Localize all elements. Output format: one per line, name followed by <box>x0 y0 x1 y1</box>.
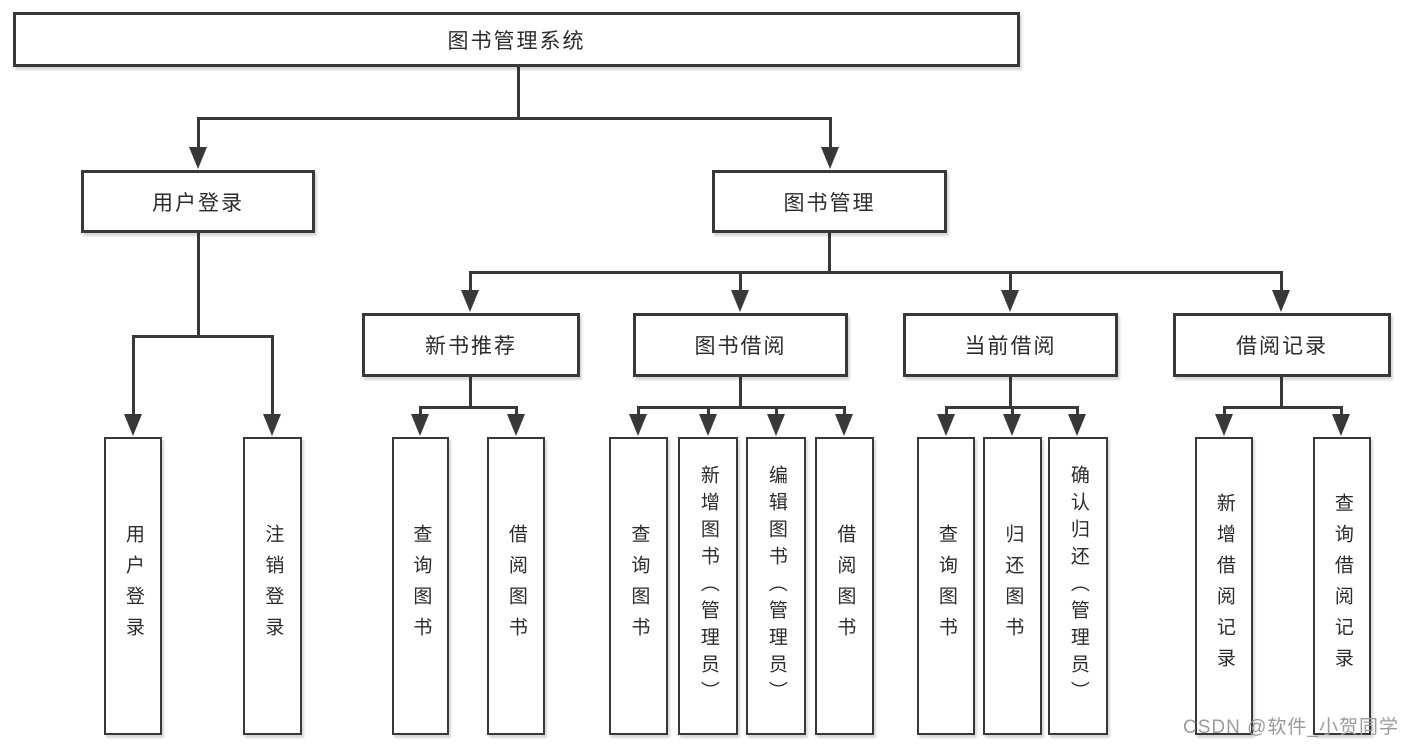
node-new-book-recommendation: 新书推荐 <box>362 313 580 377</box>
node-user-login: 用户登录 <box>81 170 315 233</box>
leaf-label: 用户登录 <box>122 524 144 648</box>
arrow-down <box>263 414 281 436</box>
leaf-query-books-borrowing: 查询图书 <box>609 437 668 735</box>
node-library-management-system: 图书管理系统 <box>13 12 1020 67</box>
leaf-logout: 注销登录 <box>243 437 302 735</box>
leaf-add-borrow-record: 新增借阅记录 <box>1195 437 1253 735</box>
connector-line <box>843 406 846 418</box>
leaf-borrow-books-recommend: 借阅图书 <box>487 437 545 735</box>
node-label: 当前借阅 <box>964 335 1057 358</box>
connector-line <box>515 406 518 418</box>
leaf-label: 归还图书 <box>1002 524 1024 648</box>
connector-line <box>132 335 273 338</box>
connector-line <box>132 335 135 417</box>
arrow-down <box>189 147 207 169</box>
leaf-label: 编辑图书（管理员） <box>765 464 787 708</box>
leaf-return-books: 归还图书 <box>983 437 1042 735</box>
arrow-down <box>1003 414 1021 436</box>
watermark: CSDN @软件_小贺同学 <box>1183 717 1399 738</box>
connector-line <box>1009 377 1012 409</box>
arrow-down <box>767 414 785 436</box>
connector-line <box>197 117 200 149</box>
connector-line <box>197 117 832 120</box>
connector-line <box>271 335 274 417</box>
connector-line <box>197 233 200 338</box>
arrow-down <box>1272 290 1290 312</box>
connector-line <box>1076 406 1079 418</box>
arrow-down <box>1332 414 1350 436</box>
connector-line <box>469 271 1283 274</box>
leaf-label: 注销登录 <box>262 524 284 648</box>
arrow-down <box>1001 290 1019 312</box>
leaf-edit-book-admin: 编辑图书（管理员） <box>746 437 806 735</box>
arrow-down <box>124 414 142 436</box>
connector-line <box>469 377 472 409</box>
node-label: 图书借阅 <box>694 335 787 358</box>
node-label: 借阅记录 <box>1236 335 1328 358</box>
connector-line <box>739 271 742 293</box>
leaf-add-book-admin: 新增图书（管理员） <box>678 437 738 735</box>
leaf-user-login: 用户登录 <box>104 437 162 735</box>
connector-line <box>1280 377 1283 409</box>
connector-line <box>1340 406 1343 418</box>
leaf-label: 查询图书 <box>935 524 957 648</box>
node-book-management: 图书管理 <box>712 170 947 233</box>
connector-line <box>1009 271 1012 293</box>
leaf-borrow-books: 借阅图书 <box>815 437 874 735</box>
arrow-down <box>731 290 749 312</box>
leaf-query-borrow-record: 查询借阅记录 <box>1313 437 1371 735</box>
connector-line <box>775 406 778 418</box>
connector-line <box>1223 406 1342 409</box>
leaf-query-books-current: 查询图书 <box>917 437 975 735</box>
node-borrowing-records: 借阅记录 <box>1173 313 1391 377</box>
node-book-borrowing: 图书借阅 <box>633 313 848 377</box>
arrow-down <box>461 290 479 312</box>
arrow-down <box>821 147 839 169</box>
node-current-borrowing: 当前借阅 <box>903 313 1118 377</box>
leaf-label: 查询图书 <box>628 524 650 648</box>
arrow-down <box>507 414 525 436</box>
arrow-down <box>1215 414 1233 436</box>
connector-line <box>517 66 520 119</box>
leaf-label: 借阅图书 <box>834 524 856 648</box>
connector-line <box>828 233 831 273</box>
node-label: 图书管理 <box>783 191 876 215</box>
arrow-down <box>1068 414 1086 436</box>
leaf-label: 借阅图书 <box>505 524 527 648</box>
leaf-label: 查询图书 <box>410 524 432 648</box>
connector-line <box>637 406 846 409</box>
connector-line <box>1280 271 1283 293</box>
leaf-label: 查询借阅记录 <box>1331 493 1353 679</box>
connector-line <box>707 406 710 418</box>
arrow-down <box>411 414 429 436</box>
connector-line <box>945 406 948 418</box>
leaf-confirm-return-admin: 确认归还（管理员） <box>1048 437 1108 735</box>
node-label: 用户登录 <box>152 191 244 215</box>
connector-line <box>419 406 517 409</box>
connector-line <box>469 271 472 293</box>
leaf-label: 新增借阅记录 <box>1213 493 1235 679</box>
leaf-query-books-recommend: 查询图书 <box>392 437 449 735</box>
connector-line <box>1011 406 1014 418</box>
connector-line <box>739 377 742 409</box>
connector-line <box>829 117 832 149</box>
connector-line <box>1223 406 1226 418</box>
connector-line <box>419 406 422 418</box>
node-label: 图书管理系统 <box>447 29 586 53</box>
node-label: 新书推荐 <box>425 335 517 358</box>
arrow-down <box>937 414 955 436</box>
arrow-down <box>835 414 853 436</box>
leaf-label: 新增图书（管理员） <box>697 464 719 708</box>
connector-line <box>637 406 640 418</box>
arrow-down <box>699 414 717 436</box>
arrow-down <box>629 414 647 436</box>
leaf-label: 确认归还（管理员） <box>1067 464 1089 708</box>
